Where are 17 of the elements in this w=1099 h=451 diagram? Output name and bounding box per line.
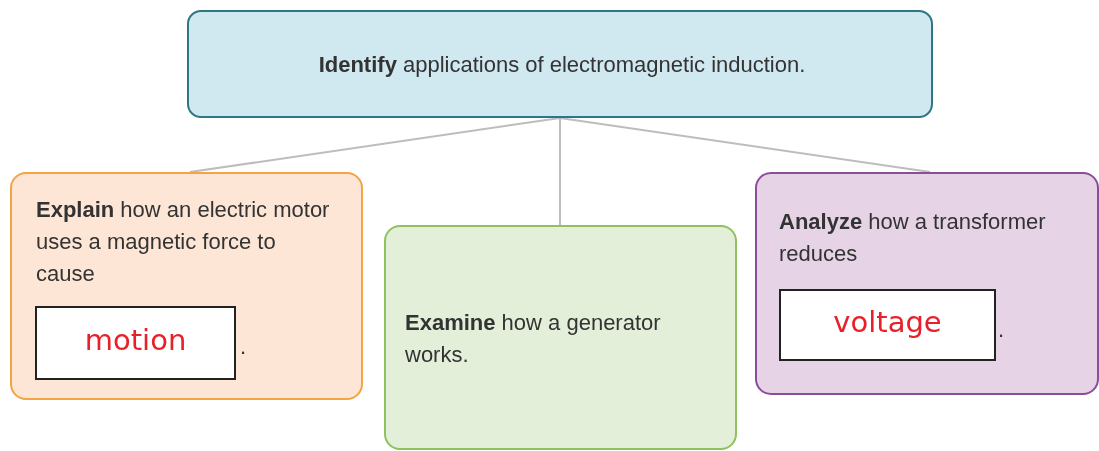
answer-box: [779, 289, 996, 361]
objective-box: [755, 172, 1099, 395]
connector-line: [189, 117, 561, 173]
connector-line: [559, 117, 561, 226]
punctuation: .: [998, 316, 1006, 344]
answer-text: motion: [83, 324, 188, 356]
punctuation: .: [240, 333, 248, 361]
objective-box: [384, 225, 737, 450]
objective-text: Explain how an electric motor uses a magnetic force to cause: [36, 196, 331, 288]
answer-box: [35, 306, 236, 380]
objective-box: [10, 172, 363, 400]
objective-text: Identify applications of electromagnetic induction.: [317, 51, 807, 79]
goal-box: [187, 10, 933, 118]
connector-line: [559, 117, 931, 173]
objective-text: Analyze how a transformer reduces: [779, 208, 1047, 268]
objective-text: Examine how a generator works.: [405, 309, 662, 369]
answer-text: voltage: [832, 306, 943, 338]
